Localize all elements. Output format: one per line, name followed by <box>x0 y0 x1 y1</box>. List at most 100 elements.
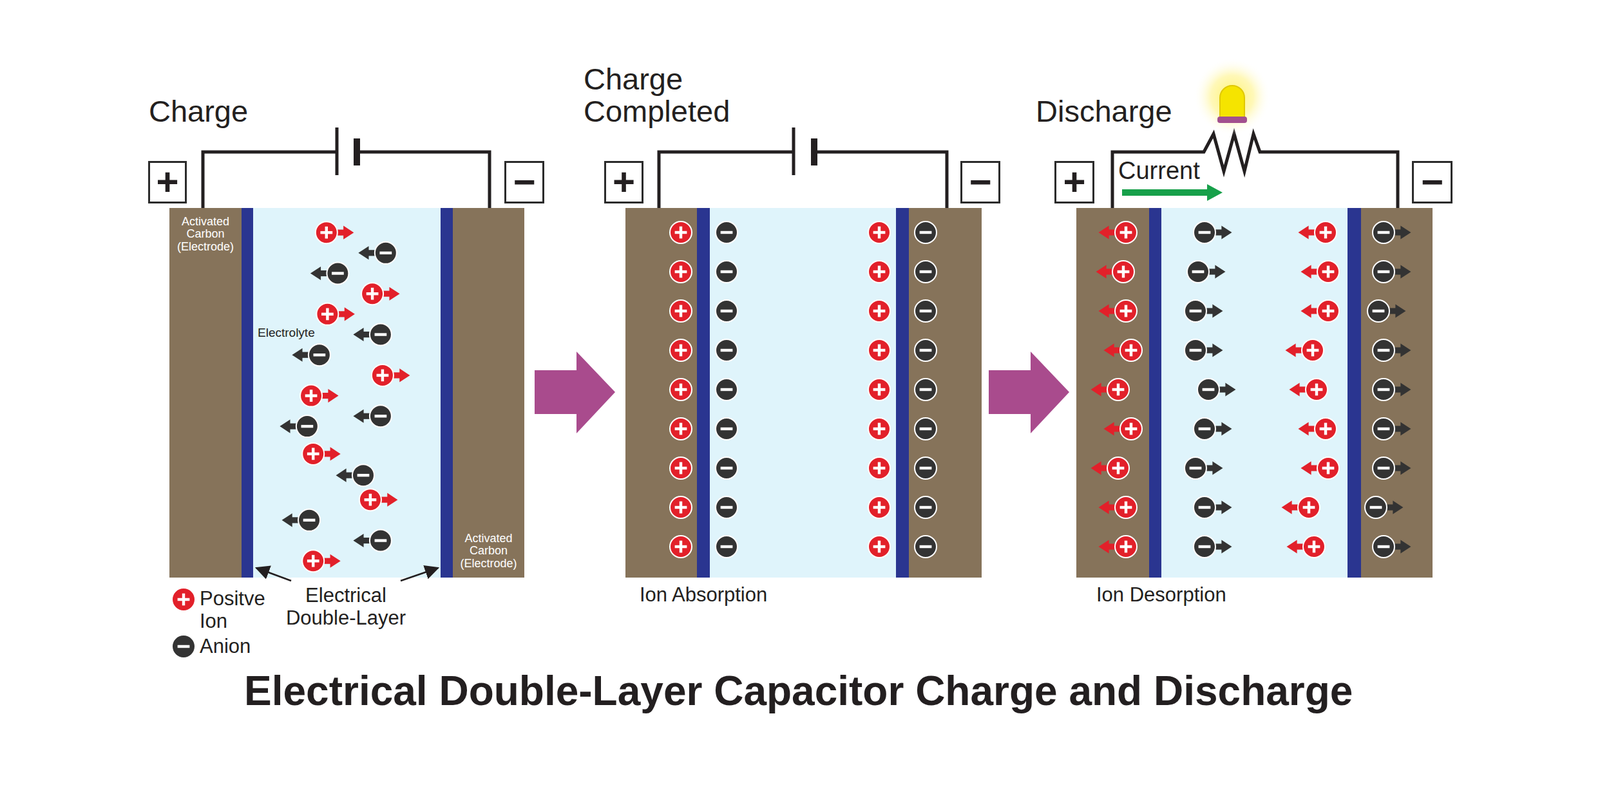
node-text: + <box>155 162 179 202</box>
anion <box>352 323 392 346</box>
wire <box>356 152 490 209</box>
positive-ion <box>315 221 355 244</box>
leader-line <box>400 568 439 581</box>
diagram-title: Electrical Double-Layer Capacitor Charge… <box>244 667 1353 715</box>
positive-ion <box>300 385 339 408</box>
capacitor-cell <box>1076 208 1433 578</box>
legend-text: Positve Ion <box>199 588 284 633</box>
positive-ion <box>1104 418 1143 440</box>
anion <box>715 339 738 362</box>
wire <box>202 152 337 209</box>
positive-ion <box>868 221 891 244</box>
ion-sign <box>172 635 195 658</box>
positive-ion <box>868 300 891 323</box>
positive-ion <box>1104 339 1143 362</box>
anion <box>715 457 738 480</box>
wire <box>814 152 947 209</box>
anion <box>1193 221 1233 244</box>
wire <box>658 152 794 209</box>
step-heading: Discharge <box>1035 94 1173 129</box>
terminal-box: − <box>960 161 1001 204</box>
double-layer-label: Electrical Double-Layer <box>273 584 419 630</box>
positive-ion <box>1091 457 1130 480</box>
anion <box>1193 535 1233 558</box>
step-heading: Charge <box>148 94 248 129</box>
legend-swatch <box>172 588 195 611</box>
anion <box>279 415 319 438</box>
positive-ion <box>669 260 692 283</box>
legend-text: Anion <box>199 635 329 659</box>
node-text: Activated Carbon (Electrode) <box>170 215 241 254</box>
positive-ion <box>361 282 400 305</box>
step-arrow <box>988 351 1070 434</box>
anion <box>1372 221 1412 244</box>
positive-ion <box>868 535 891 558</box>
anion <box>1372 339 1412 362</box>
battery-plate <box>353 138 361 166</box>
anion <box>914 221 937 244</box>
positive-ion <box>371 364 411 387</box>
anion <box>310 262 349 285</box>
capacitor-cell <box>625 208 982 578</box>
anion <box>352 530 392 553</box>
anion <box>914 378 937 401</box>
positive-ion <box>1298 418 1338 440</box>
positive-ion <box>1096 260 1135 283</box>
leader-line <box>256 568 292 581</box>
step-caption: Ion Desorption <box>1096 583 1227 607</box>
positive-ion <box>302 443 341 466</box>
anion <box>914 496 937 519</box>
node-text: − <box>1420 162 1444 202</box>
anion <box>1364 496 1404 519</box>
positive-ion <box>1285 339 1325 362</box>
positive-ion <box>1301 300 1340 323</box>
positive-ion <box>1301 260 1340 283</box>
ion-sign <box>172 588 195 611</box>
anion <box>1184 457 1224 480</box>
node-text: + <box>612 162 636 202</box>
positive-ion <box>868 418 891 440</box>
anion <box>715 221 738 244</box>
positive-ion <box>669 535 692 558</box>
positive-ion <box>1289 378 1329 401</box>
positive-ion <box>669 496 692 519</box>
positive-ion <box>868 457 891 480</box>
positive-ion <box>669 339 692 362</box>
node-text: − <box>968 162 992 202</box>
battery-plate <box>335 127 339 176</box>
node-text: − <box>512 162 536 202</box>
positive-ion <box>669 221 692 244</box>
legend-swatch <box>172 635 195 658</box>
positive-ion <box>302 550 341 572</box>
anion <box>914 260 937 283</box>
positive-ion <box>1298 221 1338 244</box>
terminal-box: + <box>1054 161 1095 204</box>
positive-ion <box>868 496 891 519</box>
anion <box>1372 418 1412 440</box>
anion <box>1193 418 1233 440</box>
positive-ion <box>669 457 692 480</box>
positive-ion <box>1091 378 1130 401</box>
positive-ion <box>1098 300 1138 323</box>
anion <box>1372 260 1412 283</box>
terminal-box: − <box>504 161 545 204</box>
anion <box>1184 300 1224 323</box>
positive-ion <box>868 260 891 283</box>
electrode-block: Activated Carbon (Electrode) <box>169 208 242 273</box>
positive-ion <box>669 418 692 440</box>
positive-ion <box>669 300 692 323</box>
terminal-box: + <box>604 161 644 204</box>
electrode-block: Activated Carbon (Electrode) <box>452 502 525 578</box>
node-text: Activated Carbon (Electrode) <box>454 532 524 571</box>
positive-ion <box>868 378 891 401</box>
positive-ion <box>1281 496 1321 519</box>
anion <box>282 509 321 532</box>
capacitor-cell <box>169 208 525 578</box>
terminal-box: + <box>148 161 187 204</box>
positive-ion <box>1098 535 1138 558</box>
positive-ion <box>1301 457 1340 480</box>
anion <box>1184 339 1224 362</box>
anion <box>1193 496 1233 519</box>
anion <box>715 418 738 440</box>
